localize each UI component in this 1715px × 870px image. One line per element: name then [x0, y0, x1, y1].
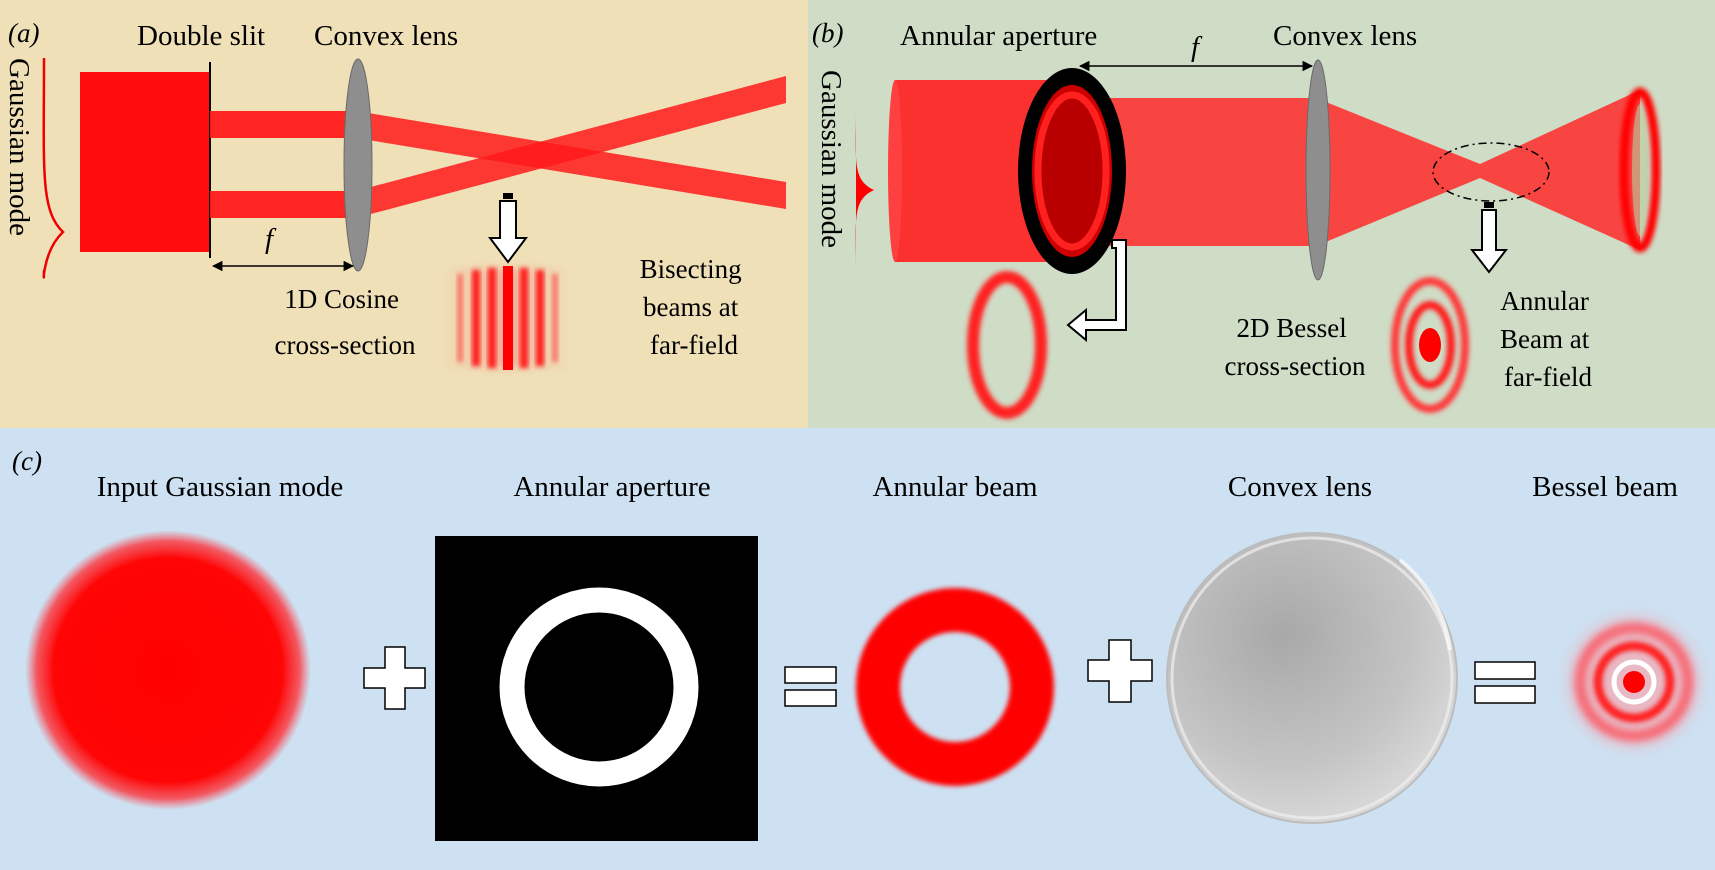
step-annular-beam-label: Annular beam [872, 471, 1038, 503]
annular-far-field-label: Annular Beam at far-field [1500, 286, 1596, 392]
convex-lens-label-a: Convex lens [314, 20, 458, 52]
panel-a: (a) Gaussian mode Double slit Convex len… [3, 18, 786, 370]
converging-beam [1316, 98, 1480, 246]
convex-lens-a [343, 58, 373, 272]
step-annular-aperture-label: Annular aperture [513, 471, 710, 503]
annular-aperture-label-b: Annular aperture [900, 20, 1097, 52]
equals-icon-2 [1474, 661, 1536, 704]
annular-beam-spot [856, 588, 1054, 786]
step-input-gaussian-label: Input Gaussian mode [97, 471, 343, 503]
bessel-label-b: 2D Bessel cross-section [1225, 313, 1366, 381]
convex-lens-b [1305, 59, 1331, 281]
panel-a-gaussian-label: Gaussian mode [3, 58, 35, 236]
bessel-cross-section-b [1391, 277, 1469, 413]
down-arrow-a [488, 193, 528, 264]
double-slit-label: Double slit [137, 20, 265, 52]
plus-icon-2 [1087, 639, 1153, 703]
bisecting-label: Bisecting beams at far-field [640, 254, 749, 360]
far-field-ring [1619, 87, 1661, 253]
panel-c-tag: (c) [12, 446, 42, 476]
panel-c: (c) Input Gaussian mode Annular aperture… [12, 446, 1698, 841]
gaussian-profile-a [42, 57, 65, 279]
input-beam-a [80, 72, 210, 252]
panel-a-tag: (a) [8, 18, 39, 48]
cosine-label: 1D Cosine cross-section [275, 284, 416, 360]
gaussian-profile-b [855, 110, 874, 270]
slit-beam-upper [210, 111, 346, 138]
plus-icon-1 [363, 646, 426, 710]
diverging-beam [1480, 90, 1640, 250]
annular-aperture-mask [435, 536, 758, 841]
cosine-fringes [444, 266, 570, 370]
step-convex-lens-label: Convex lens [1228, 471, 1372, 503]
convex-lens-label-b: Convex lens [1273, 20, 1417, 52]
bessel-beam-spot [1570, 618, 1698, 746]
bent-arrow-b [1066, 239, 1127, 343]
slit-beam-lower [210, 191, 346, 218]
panel-b-gaussian-label: Gaussian mode [815, 70, 847, 248]
panel-b: (b) Gaussian mode Annular aperture f Con… [812, 18, 1661, 419]
focal-region-outline [1432, 142, 1550, 202]
annular-cross-section-b [967, 271, 1047, 419]
bisecting-beam-up [356, 76, 786, 218]
convex-lens-disc [1166, 532, 1458, 824]
step-bessel-beam-label: Bessel beam [1532, 471, 1678, 503]
down-arrow-b [1469, 202, 1509, 274]
aperture-ring-light [1034, 91, 1110, 251]
input-beam-b-end [888, 80, 902, 262]
panel-b-tag: (b) [812, 18, 843, 48]
far-field-ring-hole [1632, 104, 1648, 236]
equals-icon-1 [784, 666, 837, 707]
aperture-ring [499, 587, 699, 787]
input-gaussian-spot [25, 530, 311, 810]
